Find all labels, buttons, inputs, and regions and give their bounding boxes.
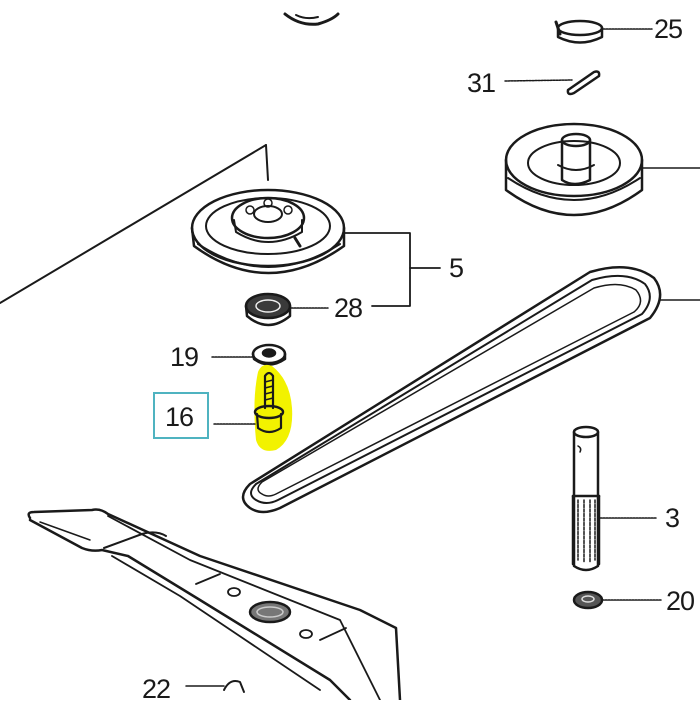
washer-part-19 (211, 343, 287, 366)
pin-part-31 (504, 70, 601, 96)
blade-part-22 (27, 508, 402, 702)
callout-label-20[interactable]: 20 (666, 586, 695, 616)
assembly-frame-line (0, 144, 269, 304)
callout-label-19[interactable]: 19 (170, 342, 199, 372)
callout-label-28[interactable]: 28 (334, 293, 363, 323)
callout-label-22[interactable]: 22 (142, 674, 171, 704)
callout-label-31[interactable]: 31 (467, 68, 496, 98)
nut-part-20 (572, 590, 663, 610)
callout-label-25[interactable]: 25 (654, 14, 683, 44)
bearing-part-28 (244, 292, 329, 327)
selected-callout-box[interactable] (153, 392, 209, 439)
v-belt (241, 266, 700, 514)
callout-label-3[interactable]: 3 (665, 503, 680, 533)
shaft-part-3 (571, 425, 657, 572)
callout-label-16[interactable]: 16 (165, 402, 194, 432)
driven-pulley (504, 122, 700, 217)
callout-bracket-5-28 (343, 232, 441, 307)
clip-part-25 (554, 19, 653, 44)
drive-pulley-part-5 (190, 188, 346, 275)
bolt-part-16 (213, 371, 285, 434)
callout-label-5[interactable]: 5 (449, 253, 464, 283)
partial-part-top (283, 12, 340, 26)
